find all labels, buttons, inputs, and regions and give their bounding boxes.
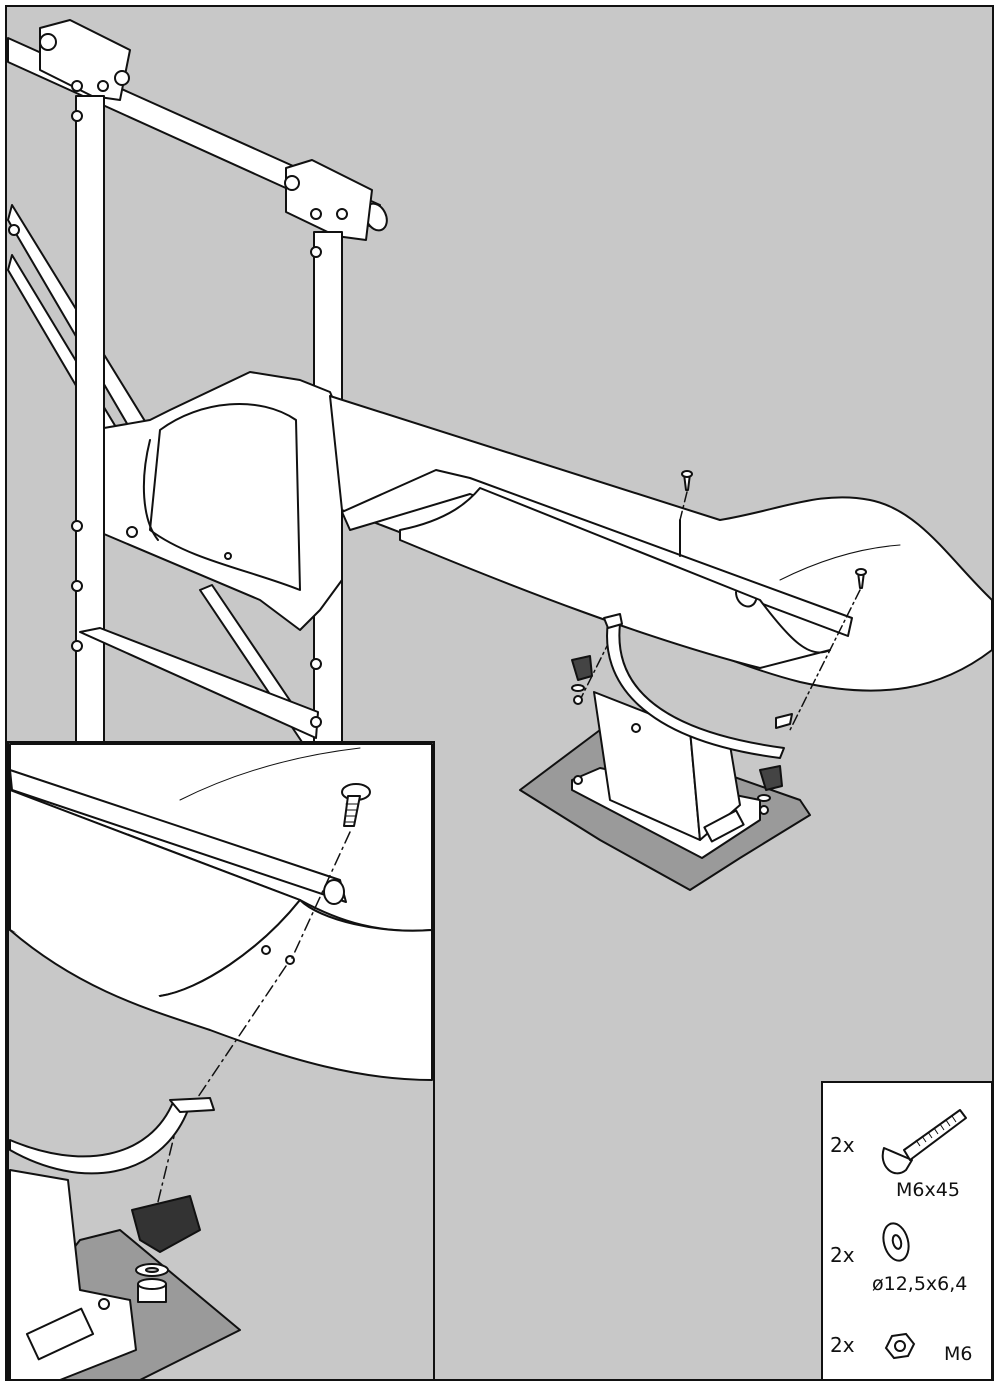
inset-bolt	[341, 783, 371, 827]
main-clamp	[571, 613, 793, 815]
lock-nut-icon	[884, 1332, 916, 1360]
hardware-legend: 2x M6x45 2x ø12,5x6,4 2x M6	[821, 1081, 993, 1381]
nut-size: M6	[944, 1343, 972, 1365]
hardware-legend-box	[821, 1081, 993, 1381]
main-view	[7, 19, 993, 891]
slide-chute	[329, 395, 993, 692]
bolt-size: M6x45	[896, 1179, 960, 1201]
detail-inset	[7, 741, 435, 1381]
main-bolts	[681, 470, 867, 589]
inset-chute-rail	[9, 769, 347, 903]
carriage-bolt-icon	[881, 1109, 967, 1175]
slide-start-shell	[103, 371, 343, 631]
main-dashed-guides	[579, 491, 861, 731]
bolt-qty: 2x	[830, 1133, 855, 1157]
inset-spacer-block	[131, 1195, 201, 1253]
nut-qty: 2x	[830, 1333, 855, 1357]
washer-size: ø12,5x6,4	[872, 1273, 967, 1295]
washer-qty: 2x	[830, 1243, 855, 1267]
inset-dashed-guides	[155, 831, 351, 1211]
washer-icon	[882, 1222, 910, 1262]
inset-chute-belly	[9, 899, 433, 1081]
